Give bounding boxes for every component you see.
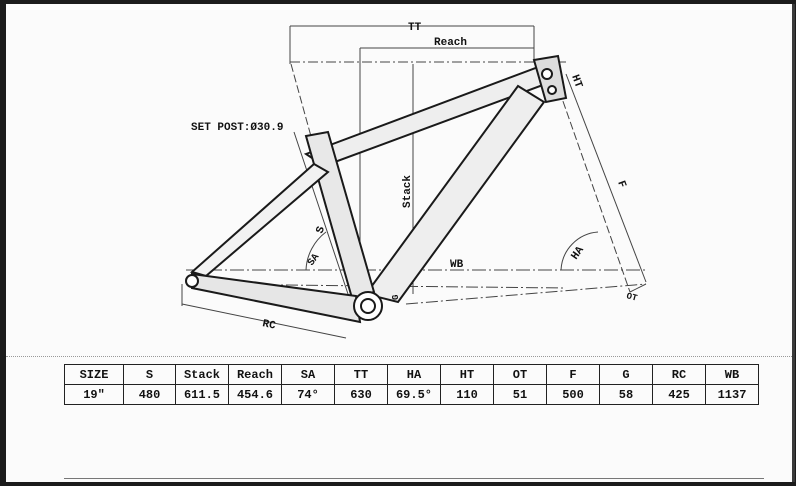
value-cell: 69.5° xyxy=(387,384,441,405)
bike-frame xyxy=(185,54,568,324)
header-cell: G xyxy=(599,364,653,385)
header-cell: S xyxy=(123,364,176,385)
value-cell: 74° xyxy=(281,384,335,405)
value-cell: 630 xyxy=(334,384,388,405)
table-row: 19″ 480 611.5 454.6 74° 630 69.5° 110 51… xyxy=(64,384,759,405)
down-tube xyxy=(364,84,546,304)
header-cell: WB xyxy=(705,364,759,385)
header-cell: F xyxy=(546,364,600,385)
header-cell: Reach xyxy=(228,364,282,385)
g-label: G xyxy=(391,295,401,300)
sa-angle-arc xyxy=(305,231,327,271)
header-cell: HT xyxy=(440,364,494,385)
geometry-table: SIZE S Stack Reach SA TT HA HT OT F G RC… xyxy=(64,364,759,405)
value-cell: 51 xyxy=(493,384,547,405)
value-cell: 425 xyxy=(652,384,706,405)
geometry-sheet: SET POST:Ø30.9 TT Reach HT Stack S SA HA… xyxy=(6,4,795,482)
ht-label: HT xyxy=(568,73,584,90)
ot-label: OT xyxy=(625,291,639,304)
header-cell: SA xyxy=(281,364,335,385)
f-label: F xyxy=(614,179,628,189)
value-cell: 1137 xyxy=(705,384,759,405)
value-cell: 480 xyxy=(123,384,176,405)
value-cell: 110 xyxy=(440,384,494,405)
header-cell: HA xyxy=(387,364,441,385)
rear-dropout xyxy=(185,274,199,288)
rc-label: RC xyxy=(261,318,277,333)
s-label: S xyxy=(314,225,328,236)
table-header-row: SIZE S Stack Reach SA TT HA HT OT F G RC… xyxy=(64,364,759,385)
frame-geometry-diagram: SET POST:Ø30.9 TT Reach HT Stack S SA HA… xyxy=(181,22,647,339)
header-cell: RC xyxy=(652,364,706,385)
wb-label: WB xyxy=(450,259,464,271)
separator-line xyxy=(6,356,792,357)
header-cell: TT xyxy=(334,364,388,385)
header-cell: Stack xyxy=(175,364,229,385)
bottom-rule xyxy=(64,478,764,479)
header-cell: SIZE xyxy=(64,364,124,385)
ha-angle-arc xyxy=(560,231,599,271)
header-cell: OT xyxy=(493,364,547,385)
tt-label: TT xyxy=(408,22,422,34)
reach-label: Reach xyxy=(434,37,467,49)
value-cell: 58 xyxy=(599,384,653,405)
chain-stay xyxy=(191,272,362,324)
set-post-label: SET POST:Ø30.9 xyxy=(191,122,283,134)
value-cell: 611.5 xyxy=(175,384,229,405)
value-cell: 454.6 xyxy=(228,384,282,405)
ha-label: HA xyxy=(569,244,587,262)
value-cell: 500 xyxy=(546,384,600,405)
value-cell: 19″ xyxy=(64,384,124,405)
stack-label: Stack xyxy=(402,175,414,208)
rc-dimension-line xyxy=(181,303,347,339)
